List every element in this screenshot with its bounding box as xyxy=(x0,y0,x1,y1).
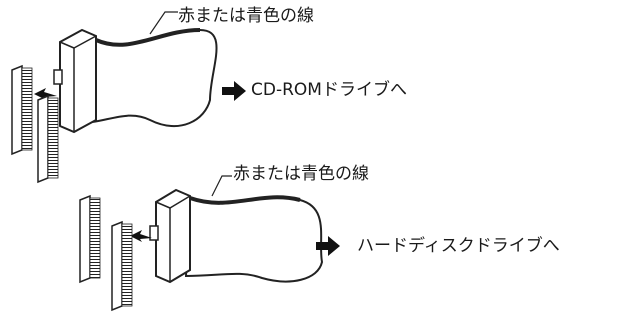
pin-header-icon xyxy=(11,64,33,156)
top-assembly xyxy=(11,11,246,184)
destination-label-cdrom: CD-ROMドライブへ xyxy=(251,80,407,100)
right-arrow-icon xyxy=(222,81,246,101)
wire-leader-line xyxy=(149,11,178,35)
pin-header-icon xyxy=(37,94,59,184)
wire-leader-line xyxy=(211,175,232,197)
ribbon-cable-icon xyxy=(184,196,324,283)
wire-label-bottom: 赤または青色の線 xyxy=(233,164,369,184)
left-arrow-icon xyxy=(34,88,57,100)
right-arrow-icon xyxy=(316,236,340,256)
wire-label-top: 赤または青色の線 xyxy=(178,6,314,26)
left-arrow-icon xyxy=(130,230,152,242)
bottom-assembly xyxy=(79,175,340,312)
pin-header-icon xyxy=(79,194,101,284)
ide-connector-icon xyxy=(53,28,97,134)
pin-header-icon xyxy=(111,220,133,312)
ide-connector-icon xyxy=(149,188,191,284)
destination-label-hdd: ハードディスクドライブへ xyxy=(357,236,560,256)
